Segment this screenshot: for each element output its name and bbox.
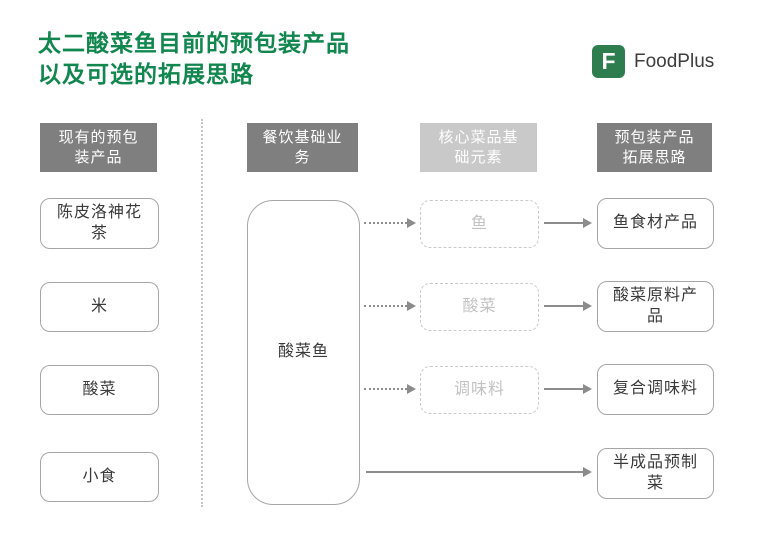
arrow-core-to-premade [366,466,592,478]
core-business-suancaiyu: 酸菜鱼 [247,200,360,505]
expansion-premade-dish: 半成品预制 菜 [597,448,714,499]
column-header-core-elements: 核心菜品基 础元素 [420,123,537,172]
expansion-compound-seasoning: 复合调味料 [597,364,714,415]
arrow-dotted-to-pickles [364,300,416,312]
column-divider [201,119,203,507]
existing-product-rice: 米 [40,282,159,332]
column-header-existing-products: 现有的预包 装产品 [40,123,157,172]
foodplus-logo-icon: F [592,45,625,78]
core-element-fish: 鱼 [420,200,539,248]
foodplus-logo: F FoodPlus [592,45,714,78]
expansion-fish-ingredient: 鱼食材产品 [597,198,714,249]
column-header-expansion-ideas: 预包装产品 拓展思路 [597,123,712,172]
arrow-seasoning-to-product [544,383,592,395]
arrow-dotted-to-fish [364,217,416,229]
page-title: 太二酸菜鱼目前的预包装产品 以及可选的拓展思路 [38,30,350,87]
arrow-fish-to-product [544,217,592,229]
foodplus-logo-text: FoodPlus [634,50,715,72]
arrow-dotted-to-seasoning [364,383,416,395]
existing-product-snacks: 小食 [40,452,159,502]
column-header-restaurant-base: 餐饮基础业 务 [247,123,358,172]
core-element-pickles: 酸菜 [420,283,539,331]
expansion-pickle-material: 酸菜原料产 品 [597,281,714,332]
core-element-seasoning: 调味料 [420,366,539,414]
existing-product-pickles: 酸菜 [40,365,159,415]
arrow-pickles-to-product [544,300,592,312]
existing-product-tea: 陈皮洛神花 茶 [40,198,159,249]
